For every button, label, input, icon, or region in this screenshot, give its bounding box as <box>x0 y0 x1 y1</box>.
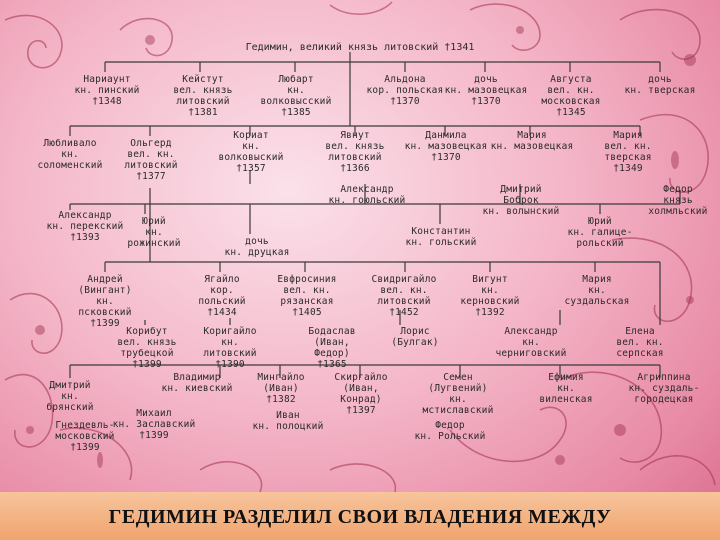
tree-node-row5-1: Корибут вел. князь трубецкой †1399 <box>117 326 177 370</box>
tree-node-row1-5: дочь кн. мазовецкая †1370 <box>444 74 528 107</box>
tree-node-row2-7: Мария вел. кн. тверская †1349 <box>604 130 652 174</box>
tree-node-row3-7: Федор князь холмльский <box>648 184 708 217</box>
tree-node-row2-4: Явнут вел. князь литовский †1366 <box>325 130 385 174</box>
tree-node-row3-1: Александр кн. перекский †1393 <box>46 210 124 243</box>
tree-node-row2-2: Ольгерд вел. кн. литовский †1377 <box>124 138 178 182</box>
tree-node-row2-1: Любливало кн. соломенский <box>37 138 103 171</box>
tree-node-row1-4: Альдона кор. польская †1370 <box>366 74 444 107</box>
tree-node-row4-4: Свидригайло вел. кн. литовский †1452 <box>371 274 437 318</box>
tree-node-row3-2: Юрий кн. рожинский <box>127 216 181 249</box>
tree-node-row1-7: дочь кн. тверская <box>624 74 696 96</box>
tree-node-row3-8: Юрий кн. галице- рольский <box>567 216 633 249</box>
tree-node-row6-2: Владимир кн. киевский <box>161 372 233 394</box>
tree-node-row1-3: Любарт кн. волковысский †1385 <box>260 74 332 118</box>
tree-node-row3-3: дочь кн. друцкая <box>224 236 290 258</box>
tree-node-row7-3: Иван кн. полоцкий <box>252 410 324 432</box>
tree-node-row7-1: Гнездевль- московский †1399 <box>55 420 115 453</box>
tree-node-row7-4: Федор кн. Рольский <box>414 420 486 442</box>
tree-node-row6-5: Семен (Лугвений) кн. мстиславский <box>422 372 494 416</box>
tree-node-row1-6: Августа вел. кн. московская †1345 <box>541 74 601 118</box>
tree-node-row4-6: Мария кн. суздальская <box>564 274 630 307</box>
tree-node-row2-5: Данмила кн. мазовецкая †1370 <box>404 130 488 163</box>
tree-node-row6-6: Ефимия кн. виленская <box>539 372 593 405</box>
tree-node-row5-4: Лорис (Булгак) <box>391 326 439 348</box>
tree-node-row5-2: Коригайло кн. литовский †1390 <box>203 326 257 370</box>
tree-node-row5-6: Елена вел. кн. серпская <box>616 326 664 359</box>
root-ancestor-title: Гедимин, великий князь литовский †1341 <box>245 42 475 53</box>
tree-node-row4-2: Ягайло кор. польский †1434 <box>198 274 246 318</box>
tree-node-row1-2: Кейстут вел. князь литовский †1381 <box>173 74 233 118</box>
tree-node-row6-4: Скиргайло (Иван, Конрад) †1397 <box>334 372 388 416</box>
caption-bar <box>0 492 720 540</box>
tree-node-row6-1: Дмитрий кн. брянский <box>46 380 94 413</box>
tree-node-row7-2: Михаил кн. Заславский †1399 <box>112 408 196 441</box>
slide-caption: ГЕДИМИН РАЗДЕЛИЛ СВОИ ВЛАДЕНИЯ МЕЖДУ <box>108 506 612 528</box>
tree-node-row2-6: Мария кн. мазовецкая <box>490 130 574 152</box>
tree-node-row3-5: Дмитрий Боброк кн. волынский <box>482 184 560 217</box>
tree-node-row5-5: Александр кн. черниговский <box>495 326 567 359</box>
tree-node-row6-7: Агриппина кн. суздаль- городецкая <box>628 372 700 405</box>
tree-node-row1-1: Нариаунт кн. пинский †1348 <box>74 74 140 107</box>
tree-node-row4-3: Евфросиния вел. кн. рязанская †1405 <box>277 274 337 318</box>
tree-node-row6-3: Мингайло (Иван) †1382 <box>257 372 305 405</box>
tree-node-row4-5: Вигунт кн. керновский †1392 <box>460 274 520 318</box>
tree-node-row3-4: Александр кн. гоюльский <box>328 184 406 206</box>
tree-node-row3-6: Константин кн. гольский <box>405 226 477 248</box>
tree-node-row5-3: Бодаслав (Иван, Федор) †1365 <box>308 326 356 370</box>
tree-node-row2-3: Кориат кн. волковыский †1357 <box>218 130 284 174</box>
tree-node-row4-1: Андрей (Вингант) кн. псковский †1399 <box>78 274 132 329</box>
